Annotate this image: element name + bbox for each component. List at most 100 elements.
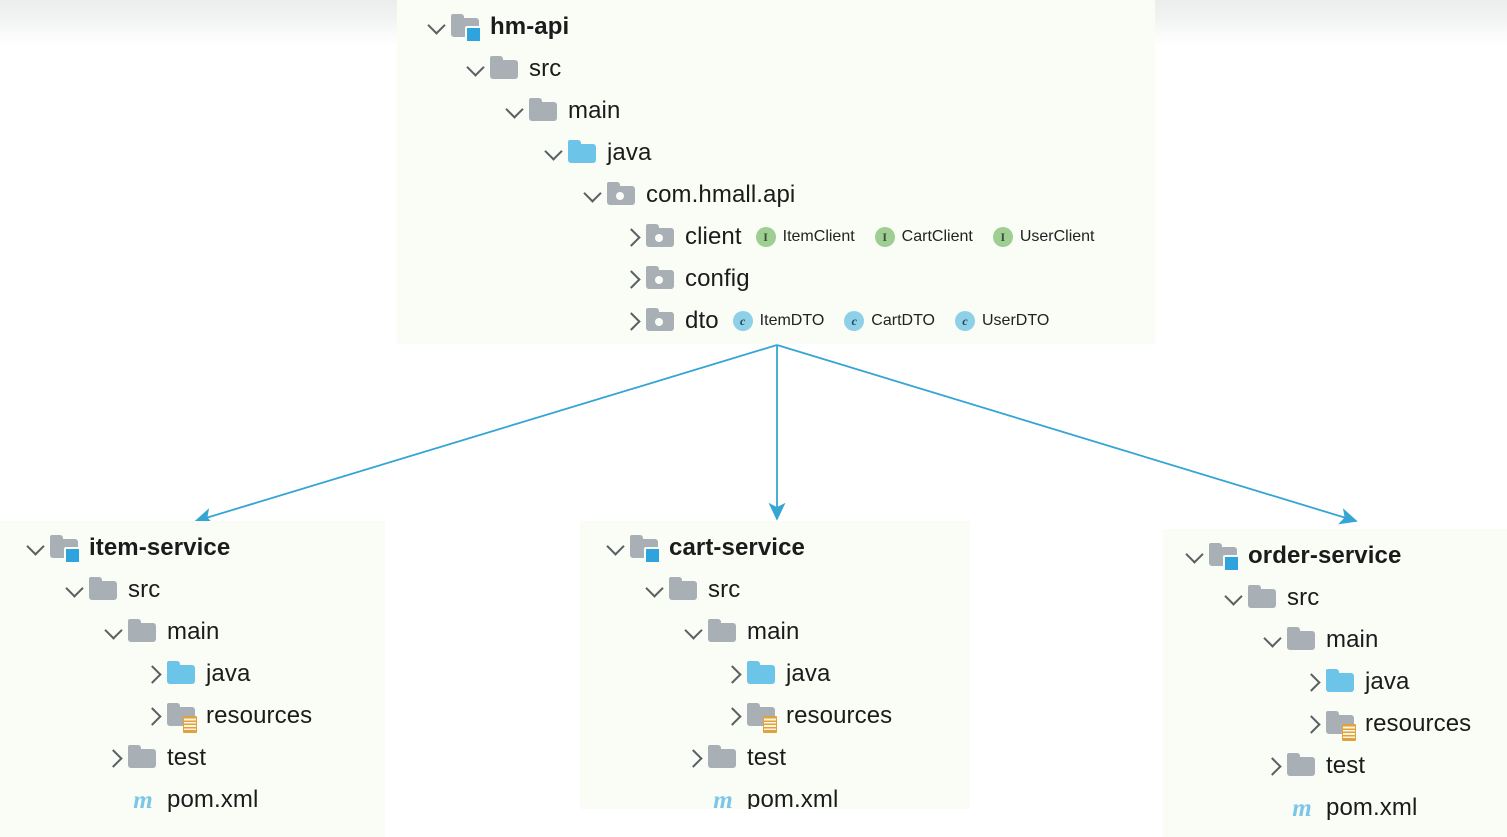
type-name-label: UserDTO bbox=[982, 312, 1050, 329]
chevron-down-icon[interactable] bbox=[503, 98, 529, 124]
tree-row[interactable]: resources bbox=[24, 695, 385, 737]
tree-item-label: java bbox=[1365, 668, 1410, 695]
chevron-right-icon[interactable] bbox=[682, 745, 708, 771]
type-name-label: ItemDTO bbox=[759, 312, 825, 329]
java-source-folder-icon bbox=[747, 661, 777, 687]
tree-row[interactable]: hm-api bbox=[425, 6, 1155, 48]
chevron-right-icon[interactable] bbox=[620, 308, 646, 334]
tree-item-label: resources bbox=[1365, 710, 1472, 737]
chevron-down-icon[interactable] bbox=[1222, 585, 1248, 611]
tree-item-label: client bbox=[685, 223, 742, 250]
tree-item-label: pom.xml bbox=[1326, 794, 1418, 821]
chevron-down-icon[interactable] bbox=[1183, 543, 1209, 569]
dependency-arrow-order-service bbox=[776, 344, 1358, 525]
tree-item-label: pom.xml bbox=[747, 786, 839, 809]
chevron-down-icon[interactable] bbox=[102, 619, 128, 645]
tree-item-label: cart-service bbox=[669, 534, 805, 561]
tree-item-label: resources bbox=[786, 702, 893, 729]
chevron-right-icon[interactable] bbox=[1300, 669, 1326, 695]
chevron-right-icon[interactable] bbox=[141, 661, 167, 687]
chevron-down-icon[interactable] bbox=[682, 619, 708, 645]
tree-row[interactable]: main bbox=[1183, 619, 1507, 661]
chevron-down-icon[interactable] bbox=[643, 577, 669, 603]
tree-row[interactable]: src bbox=[425, 48, 1155, 90]
tree-row[interactable]: test bbox=[1183, 745, 1507, 787]
tree-row[interactable]: m pom.xml bbox=[1183, 787, 1507, 829]
tree-item-label: hm-api bbox=[490, 13, 570, 40]
tree-row[interactable]: java bbox=[604, 653, 970, 695]
chevron-right-icon[interactable] bbox=[721, 661, 747, 687]
tree-item-label: src bbox=[1287, 584, 1320, 611]
module-folder-icon bbox=[50, 535, 81, 564]
chevron-down-icon[interactable] bbox=[63, 577, 89, 603]
package-folder-icon bbox=[646, 266, 676, 292]
folder-icon bbox=[708, 619, 738, 645]
tree-item-label: test bbox=[167, 744, 207, 771]
chevron-down-icon[interactable] bbox=[425, 14, 451, 40]
tree-row[interactable]: order-service bbox=[1183, 535, 1507, 577]
tree-item-label: main bbox=[1326, 626, 1379, 653]
chevron-down-icon[interactable] bbox=[604, 535, 630, 561]
chevron-right-icon[interactable] bbox=[620, 224, 646, 250]
maven-pom-icon: m bbox=[133, 786, 153, 814]
folder-icon bbox=[1287, 753, 1317, 779]
tree-item-label: com.hmall.api bbox=[646, 181, 796, 208]
tree-row[interactable]: item-service bbox=[24, 527, 385, 569]
type-name-label: UserClient bbox=[1019, 228, 1095, 245]
chevron-right-icon[interactable] bbox=[1300, 711, 1326, 737]
tree-row[interactable]: src bbox=[24, 569, 385, 611]
tree-item-label: pom.xml bbox=[167, 786, 259, 813]
chevron-right-icon[interactable] bbox=[1261, 753, 1287, 779]
tree-row[interactable]: test bbox=[24, 737, 385, 779]
package-folder-icon bbox=[607, 182, 637, 208]
folder-icon bbox=[669, 577, 699, 603]
tree-row[interactable]: cart-service bbox=[604, 527, 970, 569]
tree-row[interactable]: src bbox=[604, 569, 970, 611]
package-folder-icon bbox=[646, 308, 676, 334]
tree-row[interactable]: src bbox=[1183, 577, 1507, 619]
maven-pom-icon: m bbox=[1292, 794, 1312, 822]
interface-badge-icon: I bbox=[755, 227, 776, 247]
tree-row[interactable]: java bbox=[1183, 661, 1507, 703]
tree-row[interactable]: java bbox=[24, 653, 385, 695]
tree-row[interactable]: java bbox=[425, 132, 1155, 174]
tree-row[interactable]: main bbox=[604, 611, 970, 653]
chevron-down-icon[interactable] bbox=[542, 140, 568, 166]
tree-row[interactable]: com.hmall.api bbox=[425, 174, 1155, 216]
resources-folder-icon bbox=[167, 703, 197, 733]
tree-row[interactable]: resources bbox=[1183, 703, 1507, 745]
java-source-folder-icon bbox=[1326, 669, 1356, 695]
chevron-right-icon[interactable] bbox=[721, 703, 747, 729]
chevron-right-icon[interactable] bbox=[620, 266, 646, 292]
tree-row[interactable]: resources bbox=[604, 695, 970, 737]
tree-row[interactable]: main bbox=[425, 90, 1155, 132]
chevron-down-icon[interactable] bbox=[24, 535, 50, 561]
chevron-down-icon[interactable] bbox=[581, 182, 607, 208]
tree-item-label: resources bbox=[206, 702, 313, 729]
chevron-down-icon[interactable] bbox=[1261, 627, 1287, 653]
tree-item-label: src bbox=[708, 576, 741, 603]
chevron-right-icon[interactable] bbox=[102, 745, 128, 771]
folder-icon bbox=[529, 98, 559, 124]
tree-row[interactable]: m pom.xml bbox=[24, 779, 385, 821]
tree-row[interactable]: test bbox=[604, 737, 970, 779]
tree-row[interactable]: main bbox=[24, 611, 385, 653]
chevron-down-icon[interactable] bbox=[464, 56, 490, 82]
chevron-right-icon[interactable] bbox=[141, 703, 167, 729]
tree-item-label: test bbox=[747, 744, 787, 771]
tree-row[interactable]: config bbox=[425, 258, 1155, 300]
type-name-label: CartDTO bbox=[871, 312, 935, 329]
dependency-arrow-item-service bbox=[194, 344, 778, 525]
